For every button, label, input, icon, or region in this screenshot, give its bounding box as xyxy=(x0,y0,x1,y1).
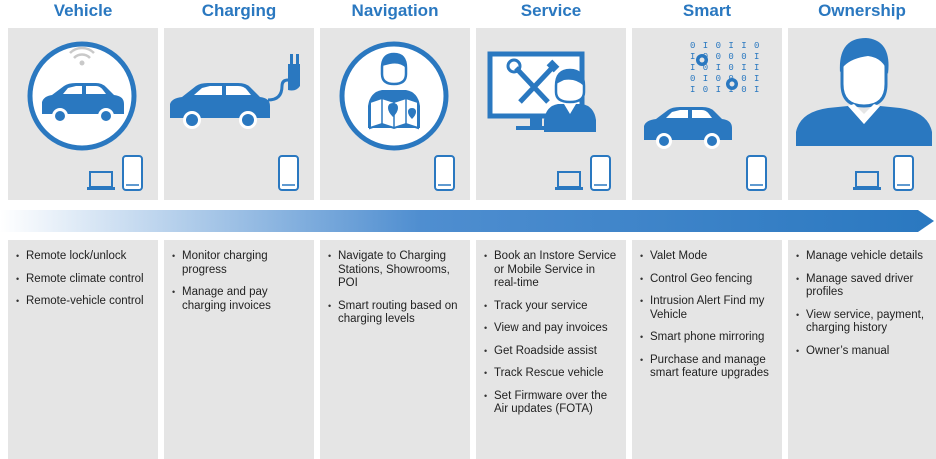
list-item: Owner’s manual xyxy=(796,345,930,359)
feature-list: Book an Instore Service or Mobile Servic… xyxy=(476,240,626,417)
laptop-icon xyxy=(87,171,115,190)
timeline-arrow xyxy=(0,210,934,232)
icon-card-charging xyxy=(164,28,314,200)
feature-panel-navigation: Navigate to Charging Stations, Showrooms… xyxy=(320,240,470,459)
svg-text:I 0 0 0 0 I: I 0 0 0 0 I xyxy=(690,52,760,62)
feature-panel-smart: Valet Mode Control Geo fencing Intrusion… xyxy=(632,240,782,459)
icon-card-service xyxy=(476,28,626,200)
list-item: Track your service xyxy=(484,300,620,314)
list-item: Remote lock/unlock xyxy=(16,250,152,264)
ev-charging-car-icon xyxy=(170,54,300,129)
svg-text:I 0 I I 0 I: I 0 I I 0 I xyxy=(690,85,760,95)
svg-text:0 I 0 0 0 I: 0 I 0 0 0 I xyxy=(690,74,760,84)
laptop-icon xyxy=(555,171,583,190)
list-item: Remote climate control xyxy=(16,273,152,287)
feature-list: Manage vehicle details Manage saved driv… xyxy=(788,240,936,358)
feature-list: Remote lock/unlock Remote climate contro… xyxy=(8,240,158,309)
smart-car-binary-icon: 0 I 0 I I 0 I 0 0 0 0 I I 0 I 0 I I 0 I … xyxy=(644,41,760,149)
phone-icon xyxy=(590,155,611,191)
laptop-icon xyxy=(853,171,881,190)
feature-panel-charging: Monitor charging progress Manage and pay… xyxy=(164,240,314,459)
icon-card-vehicle xyxy=(8,28,158,200)
phone-icon xyxy=(122,155,143,191)
column-title-charging: Charging xyxy=(201,1,277,20)
feature-panel-vehicle: Remote lock/unlock Remote climate contro… xyxy=(8,240,158,459)
list-item: Set Firmware over the Air updates (FOTA) xyxy=(484,390,620,417)
phone-icon xyxy=(746,155,767,191)
list-item: Manage saved driver profiles xyxy=(796,273,930,300)
column-title-ownership: Ownership xyxy=(818,1,906,20)
list-item: Purchase and manage smart feature upgrad… xyxy=(640,354,776,381)
list-item: Intrusion Alert Find my Vehicle xyxy=(640,295,776,322)
list-item: Smart routing based on charging levels xyxy=(328,300,464,327)
list-item: Get Roadside assist xyxy=(484,345,620,359)
feature-list: Monitor charging progress Manage and pay… xyxy=(164,240,314,313)
phone-icon xyxy=(893,155,914,191)
column-title-smart: Smart xyxy=(682,1,732,20)
list-item: Remote-vehicle control xyxy=(16,295,152,309)
list-item: View and pay invoices xyxy=(484,322,620,336)
column-title-navigation: Navigation xyxy=(351,1,439,20)
list-item: Manage and pay charging invoices xyxy=(172,286,308,313)
icon-card-navigation xyxy=(320,28,470,200)
column-title-vehicle: Vehicle xyxy=(53,1,113,20)
list-item: Monitor charging progress xyxy=(172,250,308,277)
list-item: View service, payment, charging history xyxy=(796,309,930,336)
service-technician-icon xyxy=(487,51,596,132)
feature-list: Navigate to Charging Stations, Showrooms… xyxy=(320,240,470,327)
feature-list: Valet Mode Control Geo fencing Intrusion… xyxy=(632,240,782,381)
svg-text:I 0 I 0 I I: I 0 I 0 I I xyxy=(690,63,760,73)
feature-panel-service: Book an Instore Service or Mobile Servic… xyxy=(476,240,626,459)
owner-person-icon xyxy=(796,38,932,146)
connected-car-icon xyxy=(27,41,137,151)
column-title-service: Service xyxy=(520,1,582,20)
list-item: Valet Mode xyxy=(640,250,776,264)
list-item: Track Rescue vehicle xyxy=(484,367,620,381)
list-item: Smart phone mirroring xyxy=(640,331,776,345)
list-item: Navigate to Charging Stations, Showrooms… xyxy=(328,250,464,291)
svg-text:0 I 0 I I 0: 0 I 0 I I 0 xyxy=(690,41,760,51)
person-map-icon xyxy=(339,41,449,151)
phone-icon xyxy=(434,155,455,191)
icon-card-smart: 0 I 0 I I 0 I 0 0 0 0 I I 0 I 0 I I 0 I … xyxy=(632,28,782,200)
icon-card-ownership xyxy=(788,28,936,200)
list-item: Manage vehicle details xyxy=(796,250,930,264)
list-item: Control Geo fencing xyxy=(640,273,776,287)
phone-icon xyxy=(278,155,299,191)
feature-panel-ownership: Manage vehicle details Manage saved driv… xyxy=(788,240,936,459)
list-item: Book an Instore Service or Mobile Servic… xyxy=(484,250,620,291)
